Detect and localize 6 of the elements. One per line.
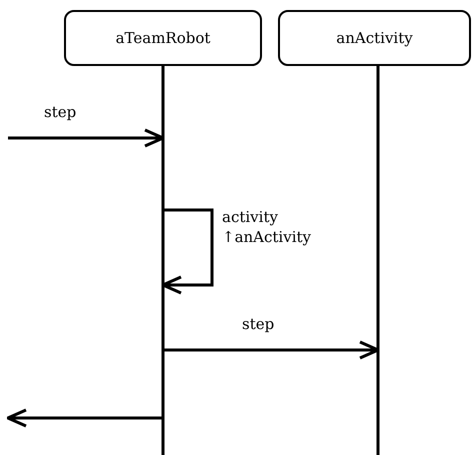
message-arrow bbox=[163, 340, 380, 360]
message-arrow bbox=[162, 208, 214, 294]
object-name: anActivity bbox=[336, 29, 413, 47]
message-arrow bbox=[8, 128, 164, 148]
object-name: aTeamRobot bbox=[116, 29, 210, 47]
message-arrow bbox=[6, 408, 163, 428]
